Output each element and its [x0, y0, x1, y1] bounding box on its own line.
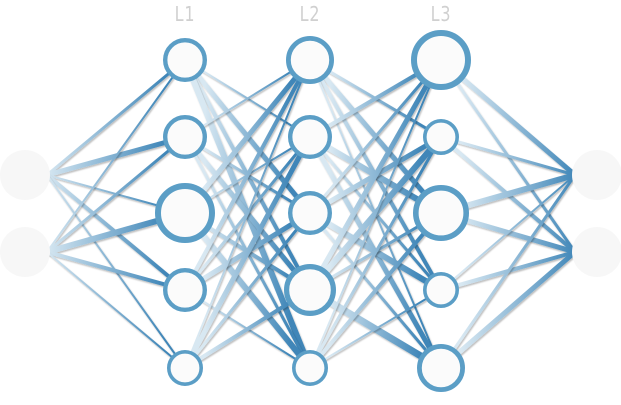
edge [183, 212, 312, 369]
io-node [572, 227, 621, 277]
io-node [0, 227, 50, 277]
edge [308, 136, 443, 369]
neuron-node [162, 268, 207, 313]
neuron-node [162, 114, 207, 159]
neuron-node [288, 190, 333, 235]
edge [308, 59, 443, 214]
edge [182, 135, 313, 370]
neuron-node [411, 30, 471, 90]
edge [46, 58, 186, 177]
edge [184, 59, 311, 369]
edge [46, 251, 186, 369]
neuron-node [412, 185, 469, 242]
edge [439, 174, 577, 369]
layer-label-l3: L3 [430, 2, 452, 26]
layer-label-l2: L2 [299, 2, 321, 26]
io-node [0, 150, 50, 200]
edge [308, 211, 443, 370]
neuron-node [284, 264, 337, 317]
neuron-node [285, 36, 334, 85]
edge [46, 59, 186, 253]
neuron-node [167, 349, 204, 386]
edge [307, 58, 444, 292]
neuron-node [422, 119, 459, 156]
neuron-node [422, 271, 459, 308]
edge [440, 135, 576, 177]
layer-label-l1: L1 [174, 2, 196, 26]
edge [309, 289, 442, 369]
neuron-node [288, 114, 333, 159]
edge [184, 59, 311, 138]
neuron-node [416, 343, 465, 392]
edge [46, 250, 186, 292]
neuron-node [155, 183, 215, 243]
edge [439, 250, 577, 370]
neuron-node [162, 38, 207, 82]
edge [440, 174, 576, 291]
edge [46, 135, 186, 254]
edge [183, 58, 312, 215]
neuron-node [291, 349, 328, 386]
io-node [572, 150, 621, 200]
edge [309, 59, 442, 369]
edge [183, 59, 312, 291]
